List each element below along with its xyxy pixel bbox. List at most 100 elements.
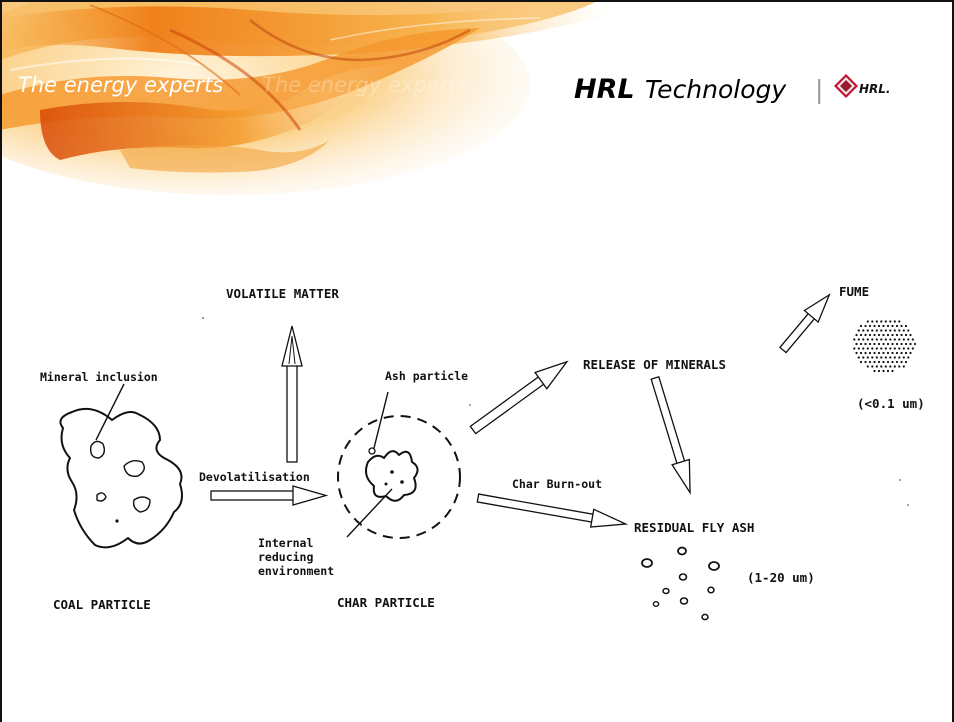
fly-ash-particle xyxy=(679,597,689,605)
fume-dot xyxy=(866,329,869,332)
label-char-particle: CHAR PARTICLE xyxy=(337,595,435,610)
label-char-burnout: Char Burn-out xyxy=(512,477,602,491)
hrl-technology-logo: HRL Technology | HRL. xyxy=(574,74,891,105)
fume-dot xyxy=(875,365,878,368)
fume-dot xyxy=(866,365,869,368)
fume-dot xyxy=(909,342,912,346)
fume-dot xyxy=(893,365,896,368)
fume-dot xyxy=(862,356,865,359)
fume-dot xyxy=(853,347,856,350)
fume-dot xyxy=(855,333,858,337)
fume-dot xyxy=(880,338,883,341)
label-internal: Internal xyxy=(258,536,313,550)
fume-dot xyxy=(882,369,885,373)
label-coal-particle: COAL PARTICLE xyxy=(53,597,151,612)
fume-dot xyxy=(859,333,863,337)
fume-dot xyxy=(907,347,910,350)
fume-dot xyxy=(853,338,856,341)
fly-ash-particle xyxy=(701,613,709,621)
fume-dot xyxy=(857,347,860,350)
fume-dot xyxy=(895,324,899,328)
fume-dot xyxy=(889,329,892,332)
fume-dot xyxy=(891,369,894,373)
fume-dot xyxy=(875,347,878,350)
fume-dot xyxy=(900,333,903,337)
fume-dot xyxy=(866,320,869,323)
mineral-inclusion-2 xyxy=(123,459,145,477)
fume-dot xyxy=(871,365,874,368)
fume-dot xyxy=(904,342,908,346)
fume-arrow xyxy=(779,293,831,354)
label-residual-fly-ash: RESIDUAL FLY ASH xyxy=(634,520,754,535)
fume-dot xyxy=(884,338,887,341)
fume-particle-cluster xyxy=(853,320,917,373)
fume-dot xyxy=(866,356,869,359)
fume-dot xyxy=(864,333,867,337)
fume-dot xyxy=(889,320,892,323)
fume-dot xyxy=(862,347,865,350)
fly-ash-particle xyxy=(662,587,670,595)
fume-dot xyxy=(907,338,910,341)
mineral-inclusion-1 xyxy=(89,440,106,459)
fume-dot xyxy=(873,351,876,355)
char-particle-boundary xyxy=(337,415,461,539)
fume-dot xyxy=(877,324,881,328)
fume-dot xyxy=(875,320,878,323)
fume-dot xyxy=(875,329,878,332)
fume-dot xyxy=(871,329,874,332)
fume-dot xyxy=(904,351,908,355)
fume-dot xyxy=(880,347,883,350)
fume-dot xyxy=(904,324,908,328)
char-particle-core xyxy=(365,450,419,502)
fly-ash-arrow xyxy=(650,376,691,496)
fume-dot xyxy=(884,320,887,323)
logo-brand-bold: HRL xyxy=(574,74,635,105)
internal-env-leader xyxy=(346,488,393,538)
fume-dot xyxy=(871,356,874,359)
fume-dot xyxy=(868,324,872,328)
fume-dot xyxy=(882,360,885,364)
fume-dot xyxy=(873,333,876,337)
volatile-matter-arrow xyxy=(281,325,303,463)
label-volatile-matter: VOLATILE MATTER xyxy=(226,286,339,301)
fume-dot xyxy=(911,347,914,350)
fume-dot xyxy=(880,356,883,359)
fume-dot xyxy=(898,329,901,332)
fume-dot xyxy=(873,324,876,328)
fume-dot xyxy=(893,356,896,359)
fly-ash-particle xyxy=(677,546,687,556)
fume-dot xyxy=(882,351,885,355)
ash-particle-leader xyxy=(373,391,389,449)
fume-dot xyxy=(898,347,901,350)
fly-ash-particle xyxy=(707,586,715,594)
fume-dot xyxy=(877,351,881,355)
label-mineral-inclusion: Mineral inclusion xyxy=(40,370,158,384)
fume-dot xyxy=(900,360,903,364)
fume-dot xyxy=(891,342,894,346)
mineral-inclusion-leader xyxy=(95,383,125,441)
mineral-inclusion-3 xyxy=(96,492,107,502)
fume-dot xyxy=(882,333,885,337)
devolatilisation-arrow xyxy=(210,485,329,506)
fume-dot xyxy=(904,360,908,364)
fume-dot xyxy=(866,338,869,341)
fume-dot xyxy=(891,324,894,328)
fume-dot xyxy=(886,369,890,373)
fume-dot xyxy=(891,360,894,364)
fume-dot xyxy=(893,329,896,332)
fume-dot xyxy=(873,360,876,364)
fume-dot xyxy=(859,324,863,328)
fume-dot xyxy=(898,320,901,323)
fume-dot xyxy=(864,342,867,346)
fly-ash-particle xyxy=(652,601,660,608)
fume-dot xyxy=(875,338,878,341)
coal-particle-outline xyxy=(59,407,183,549)
fly-ash-particle xyxy=(678,573,688,581)
fume-dot xyxy=(893,338,896,341)
fume-dot xyxy=(880,329,883,332)
fume-dot xyxy=(871,347,874,350)
fume-dot xyxy=(857,329,860,332)
scan-speck xyxy=(202,317,204,319)
